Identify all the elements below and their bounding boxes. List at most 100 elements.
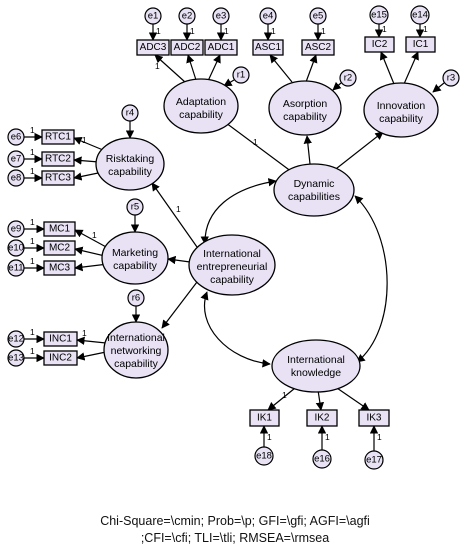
residual-paths xyxy=(125,78,445,323)
latent-absorption: Asorption capability xyxy=(268,80,342,136)
residual-terms: r1 r2 r3 r4 r5 r6 xyxy=(121,66,460,307)
svg-text:1: 1 xyxy=(271,26,276,36)
residual-r6: r6 xyxy=(127,289,145,307)
svg-text:INC2: INC2 xyxy=(49,353,72,364)
svg-text:International: International xyxy=(107,332,165,344)
svg-text:1: 1 xyxy=(224,26,229,36)
svg-text:1: 1 xyxy=(377,432,382,442)
residual-r2: r2 xyxy=(339,69,357,87)
observed-ASC1: ASC1 xyxy=(252,39,284,56)
error-e15: e15 xyxy=(369,5,389,25)
fit-caption-line2: ;CFI=\cfi; TLI=\tli; RMSEA=\rmsea xyxy=(140,531,330,545)
structural-paths xyxy=(151,116,388,368)
observed-INC1: INC1 xyxy=(43,331,78,347)
error-e5: e5 xyxy=(309,7,327,25)
svg-text:capability: capability xyxy=(114,358,159,370)
error-terms: e1 e2 e3 e4 e5 e15 e14 e6 e7 e8 e9 e10 e… xyxy=(7,5,430,470)
svg-text:capability: capability xyxy=(179,109,224,121)
error-e2: e2 xyxy=(178,7,196,25)
svg-text:Innovation: Innovation xyxy=(377,100,426,112)
observed-RTC3: RTC3 xyxy=(41,170,75,186)
observed-MC3: MC3 xyxy=(43,260,76,276)
svg-text:e7: e7 xyxy=(11,154,22,165)
svg-text:e4: e4 xyxy=(263,11,274,22)
svg-text:ASC2: ASC2 xyxy=(305,42,332,53)
svg-text:e2: e2 xyxy=(182,11,193,22)
latent-risktaking: Risktaking capability xyxy=(95,137,165,191)
svg-text:r4: r4 xyxy=(126,108,134,119)
observed-IK3: IK3 xyxy=(358,409,390,427)
observed-ADC1: ADC1 xyxy=(204,39,238,56)
latent-knowledge: International knowledge xyxy=(271,339,361,393)
svg-text:e16: e16 xyxy=(314,454,330,465)
error-e6: e6 xyxy=(7,128,25,146)
svg-text:e13: e13 xyxy=(8,353,24,364)
latent-dynamic: Dynamic capabilities xyxy=(273,163,355,217)
svg-text:1: 1 xyxy=(30,327,35,337)
latent-adaptation: Adaptation capability xyxy=(163,78,239,134)
observed-IC1: IC1 xyxy=(405,36,436,53)
svg-text:1: 1 xyxy=(30,256,35,266)
svg-text:capability: capability xyxy=(210,274,255,286)
svg-text:ADC1: ADC1 xyxy=(208,42,235,53)
error-e18: e18 xyxy=(254,446,274,466)
svg-text:International: International xyxy=(203,248,261,260)
error-e3: e3 xyxy=(212,7,230,25)
error-e4: e4 xyxy=(259,7,277,25)
svg-text:r3: r3 xyxy=(447,73,455,84)
svg-text:RTC3: RTC3 xyxy=(45,173,71,184)
svg-text:e6: e6 xyxy=(11,132,22,143)
svg-text:IK2: IK2 xyxy=(314,413,329,424)
svg-text:1: 1 xyxy=(92,230,97,240)
svg-text:RTC1: RTC1 xyxy=(45,132,71,143)
svg-text:r5: r5 xyxy=(131,202,139,213)
svg-text:capability: capability xyxy=(283,111,328,123)
error-e17: e17 xyxy=(364,450,384,470)
latent-innovation: Innovation capability xyxy=(363,82,439,138)
error-e10: e10 xyxy=(7,239,25,257)
error-e7: e7 xyxy=(7,150,25,168)
svg-text:1: 1 xyxy=(82,328,87,338)
svg-text:RTC2: RTC2 xyxy=(45,154,71,165)
svg-text:IK3: IK3 xyxy=(366,413,381,424)
svg-text:networking: networking xyxy=(111,345,162,357)
observed-IC2: IC2 xyxy=(364,36,395,53)
svg-text:International: International xyxy=(287,354,345,366)
svg-text:1: 1 xyxy=(382,24,387,34)
svg-text:1: 1 xyxy=(176,204,181,214)
svg-text:e17: e17 xyxy=(366,455,382,466)
svg-text:e1: e1 xyxy=(148,11,159,22)
latent-network: International networking capability xyxy=(103,321,169,379)
svg-text:capabilities: capabilities xyxy=(288,191,340,203)
svg-text:1: 1 xyxy=(30,147,35,157)
observed-ADC2: ADC2 xyxy=(170,39,204,56)
svg-text:ADC2: ADC2 xyxy=(174,42,201,53)
svg-text:ADC3: ADC3 xyxy=(140,42,167,53)
observed-ASC2: ASC2 xyxy=(301,39,335,56)
observed-ADC3: ADC3 xyxy=(136,39,170,56)
svg-text:1: 1 xyxy=(156,26,161,36)
svg-text:Risktaking: Risktaking xyxy=(106,153,155,165)
svg-text:Adaptation: Adaptation xyxy=(176,96,226,108)
svg-text:1: 1 xyxy=(282,390,287,400)
svg-text:Dynamic: Dynamic xyxy=(294,178,335,190)
svg-text:e15: e15 xyxy=(371,10,387,21)
residual-r3: r3 xyxy=(442,69,460,87)
svg-text:IC2: IC2 xyxy=(372,39,388,50)
svg-text:1: 1 xyxy=(30,217,35,227)
svg-text:MC1: MC1 xyxy=(49,224,71,235)
svg-text:IC1: IC1 xyxy=(413,39,429,50)
svg-text:r2: r2 xyxy=(344,73,352,84)
svg-text:1: 1 xyxy=(190,26,195,36)
latent-marketing: Marketing capability xyxy=(101,231,169,285)
observed-MC1: MC1 xyxy=(43,221,76,237)
svg-text:1: 1 xyxy=(423,24,428,34)
svg-text:Asorption: Asorption xyxy=(283,98,328,110)
observed-IK2: IK2 xyxy=(306,409,338,427)
svg-text:1: 1 xyxy=(30,346,35,356)
svg-text:INC1: INC1 xyxy=(49,334,72,345)
svg-text:e18: e18 xyxy=(256,451,272,462)
error-e1: e1 xyxy=(144,7,162,25)
error-e12: e12 xyxy=(7,330,25,348)
